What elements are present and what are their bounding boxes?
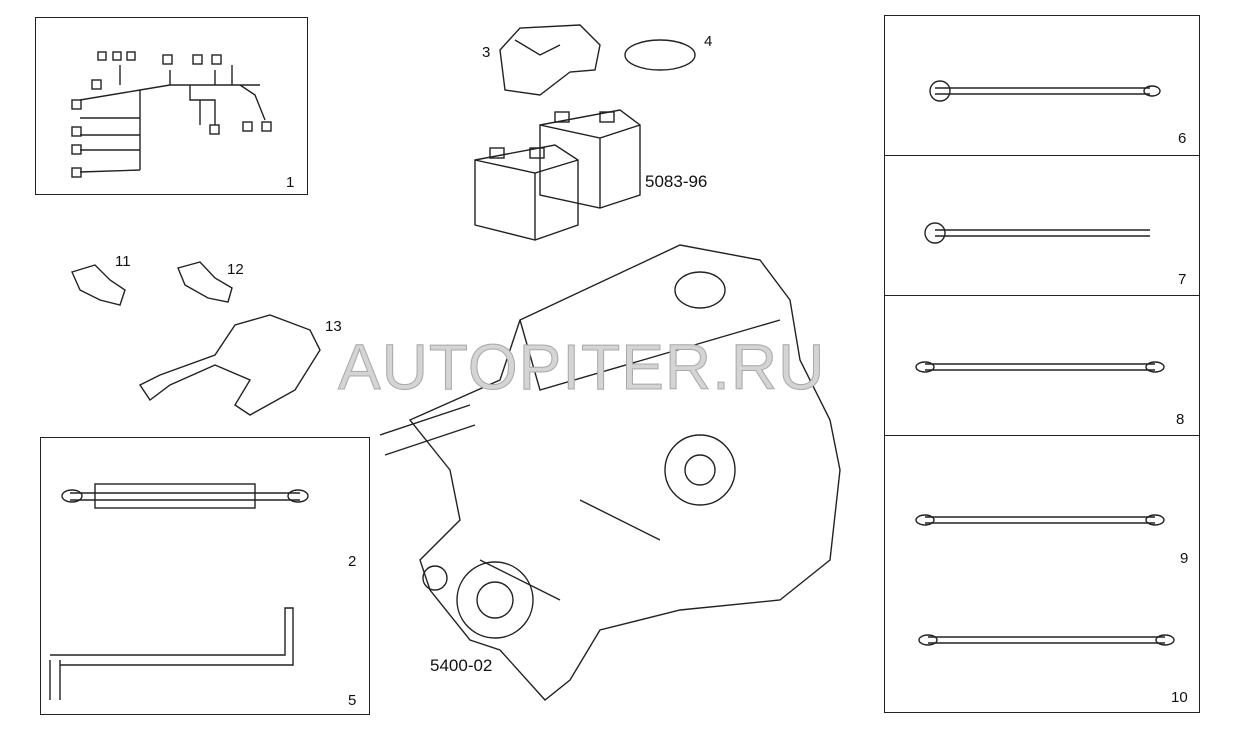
callout-9: 9: [1180, 550, 1189, 567]
divider: [884, 295, 1200, 296]
callout-11: 11: [115, 253, 131, 270]
callout-8: 8: [1176, 411, 1185, 428]
callout-2: 2: [348, 553, 357, 570]
divider: [884, 435, 1200, 436]
callout-1: 1: [286, 174, 295, 191]
engine-group-code: 5400-02: [430, 656, 493, 675]
callout-12: 12: [227, 261, 244, 278]
callout-4: 4: [704, 33, 713, 50]
divider: [884, 155, 1200, 156]
callout-7: 7: [1178, 271, 1187, 288]
part-2-5-frame: [40, 437, 370, 715]
wiring-harness-drawing: [71, 51, 272, 178]
bracket-drawing: [499, 24, 601, 96]
gasket-drawing: [624, 39, 696, 71]
sensors-drawing: [71, 261, 321, 416]
part-1-frame: [35, 17, 308, 195]
callout-5: 5: [348, 692, 357, 709]
batteries-drawing: [474, 109, 641, 241]
callout-10: 10: [1171, 689, 1188, 706]
callout-13: 13: [325, 318, 342, 335]
parts-6-10-frame: [884, 15, 1200, 713]
engine-drawing: [379, 244, 841, 701]
watermark: AUTOPITER.RU: [337, 331, 826, 404]
battery-group-code: 5083-96: [645, 172, 708, 191]
callout-3: 3: [482, 44, 491, 61]
callout-6: 6: [1178, 130, 1187, 147]
cable-drawings: [49, 80, 1175, 700]
